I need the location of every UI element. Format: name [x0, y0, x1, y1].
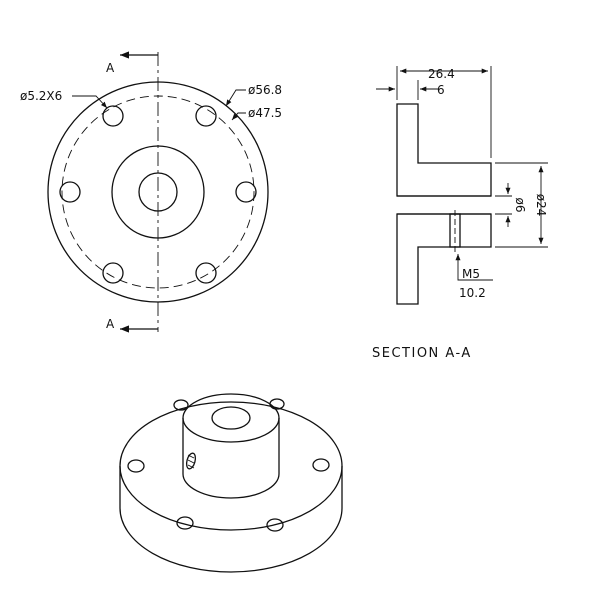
mounting-hole: [102, 262, 124, 284]
setscrew-leader: [455, 254, 493, 281]
mounting-hole: [235, 181, 257, 203]
bolt-circle-leader: [231, 112, 246, 121]
section-mark-top: A: [106, 61, 115, 75]
section-title: SECTION A-A: [372, 346, 472, 361]
flange-side: [119, 466, 343, 573]
bolt-circle-label: ø47.5: [248, 106, 282, 120]
hub-diameter-label: ø24: [534, 194, 548, 217]
mounting-hole: [195, 105, 217, 127]
outer-diameter-label: ø56.8: [248, 83, 282, 97]
isometric-view: [119, 393, 343, 573]
bore-diameter-label: ø6: [513, 198, 527, 213]
mounting-hole: [266, 518, 284, 532]
flange-top: [119, 401, 343, 531]
mounting-hole: [176, 516, 194, 530]
outer-diameter-leader: [225, 89, 246, 107]
hole-leader: [72, 95, 108, 109]
mounting-hole: [173, 399, 189, 411]
bore-opening: [211, 406, 251, 430]
hole-callout: ø5.2X6: [20, 89, 62, 103]
setscrew-hole: [185, 452, 197, 470]
hub-top: [182, 393, 280, 443]
hub-side: [182, 418, 280, 499]
front-view: A A ø5.2X6 ø56.8 ø47.5: [20, 51, 282, 333]
length-total-label: 26.4: [428, 67, 455, 81]
section-mark-bottom: A: [106, 317, 115, 331]
setscrew-thread-label: M5: [462, 267, 480, 281]
mounting-hole: [127, 459, 145, 473]
section-upper-half: [396, 103, 492, 197]
mounting-hole: [312, 458, 330, 472]
mounting-hole: [102, 105, 124, 127]
section-view: 26.4 6 ø6 ø24 M5 10.2 SECTION A-A: [372, 66, 548, 361]
mounting-hole: [195, 262, 217, 284]
mounting-hole: [59, 181, 81, 203]
flange-thickness-label: 6: [437, 83, 445, 97]
setscrew-position-label: 10.2: [459, 286, 486, 300]
